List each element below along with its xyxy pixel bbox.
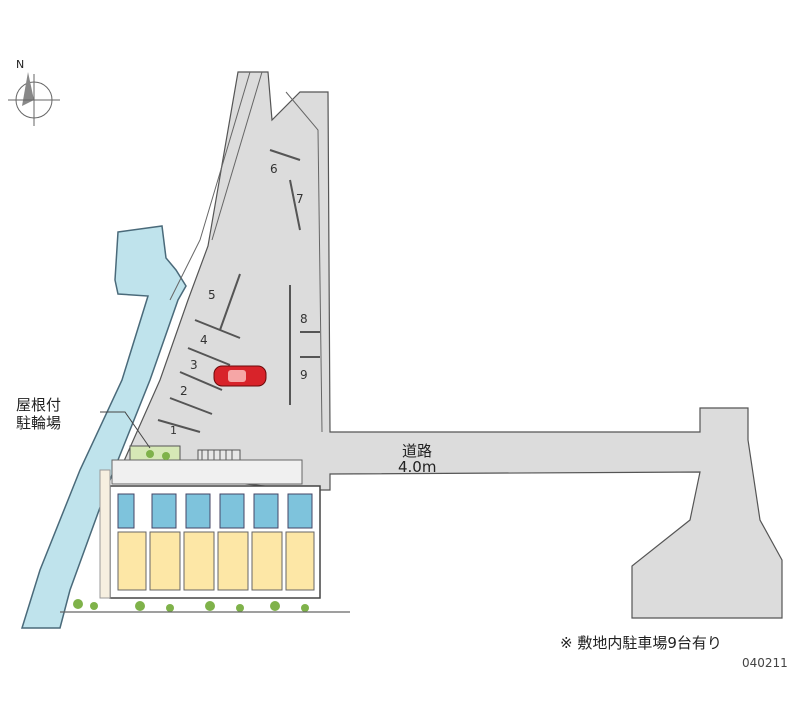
parking-note: ※ 敷地内駐車場9台有り — [560, 634, 722, 652]
building-units — [117, 531, 315, 591]
building-stairs — [117, 493, 313, 529]
waterway — [20, 225, 187, 629]
car-icon — [213, 365, 267, 387]
space-label-3: 3 — [190, 358, 198, 372]
greenery — [73, 450, 309, 612]
space-label-7: 7 — [296, 192, 304, 206]
image-code: 040211 — [742, 656, 788, 670]
compass-north-label: N — [16, 58, 25, 71]
road-width: 4.0m — [398, 458, 437, 476]
space-label-9: 9 — [300, 368, 308, 382]
bike-parking-label-1: 屋根付 — [16, 396, 62, 414]
road-name: 道路 — [402, 442, 433, 460]
parking-stripes — [157, 149, 320, 433]
space-label-8: 8 — [300, 312, 308, 326]
space-label-1: 1 — [170, 424, 177, 437]
space-label-4: 4 — [200, 333, 208, 347]
space-label-6: 6 — [270, 162, 278, 176]
compass-rose-icon — [8, 72, 60, 128]
space-label-5: 5 — [208, 288, 216, 302]
bike-parking-label-2: 駐輪場 — [16, 414, 62, 432]
space-label-2: 2 — [180, 384, 188, 398]
